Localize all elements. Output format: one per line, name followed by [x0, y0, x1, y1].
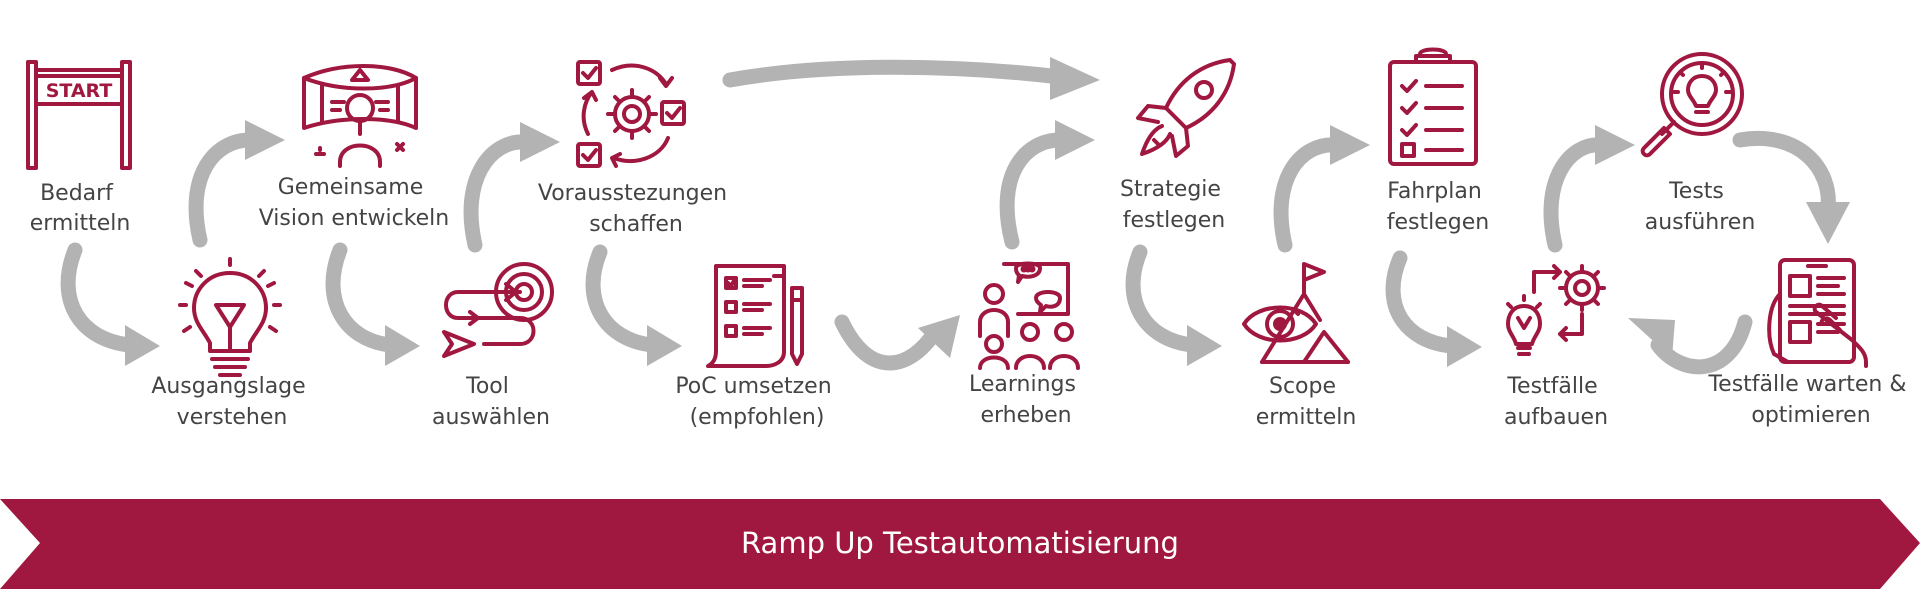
step-label-3: Gemeinsame Vision entwickeln [259, 175, 450, 231]
lightbulb-icon [178, 257, 282, 377]
connector-arrows [60, 57, 1850, 375]
step-label-11: Testfälle aufbauen [1504, 374, 1608, 430]
step-label-1: Bedarf ermitteln [30, 181, 131, 236]
step-label-13: Testfälle warten & optimieren [1707, 372, 1913, 428]
tablet-hand-icon [1767, 258, 1868, 368]
target-path-icon [442, 262, 554, 358]
start-banner-text: START [46, 80, 113, 102]
step-label-2: Ausgangslage verstehen [151, 374, 312, 430]
vr-vision-icon [302, 64, 418, 168]
document-pen-icon [706, 264, 804, 368]
step-labels: Bedarf ermitteln Ausgangslage verstehen … [30, 175, 1913, 430]
step-label-8: Strategie festlegen [1120, 177, 1228, 233]
bulb-gear-icon [1506, 264, 1606, 356]
presentation-audience-icon [978, 261, 1080, 370]
step-label-4: Tool auswählen [432, 374, 550, 430]
step-label-12: Tests ausführen [1645, 179, 1756, 235]
step-label-5: Vorausstezungen schaffen [538, 181, 734, 237]
start-banner-icon: START [26, 60, 132, 170]
step-label-9: Scope ermitteln [1256, 374, 1357, 430]
step-label-7: Learnings erheben [969, 372, 1083, 428]
clipboard-checklist-icon [1388, 47, 1478, 166]
eye-mountain-flag-icon [1242, 262, 1350, 364]
ramp-up-banner: Ramp Up Testautomatisierung [0, 499, 1920, 589]
banner-label: Ramp Up Testautomatisierung [741, 526, 1179, 560]
step-label-10: Fahrplan festlegen [1387, 179, 1489, 235]
step-label-6: PoC umsetzen (empfohlen) [675, 374, 838, 430]
rocket-icon [1136, 58, 1236, 158]
magnifier-bulb-icon [1640, 52, 1744, 158]
gear-checklist-cycle-icon [576, 60, 686, 168]
